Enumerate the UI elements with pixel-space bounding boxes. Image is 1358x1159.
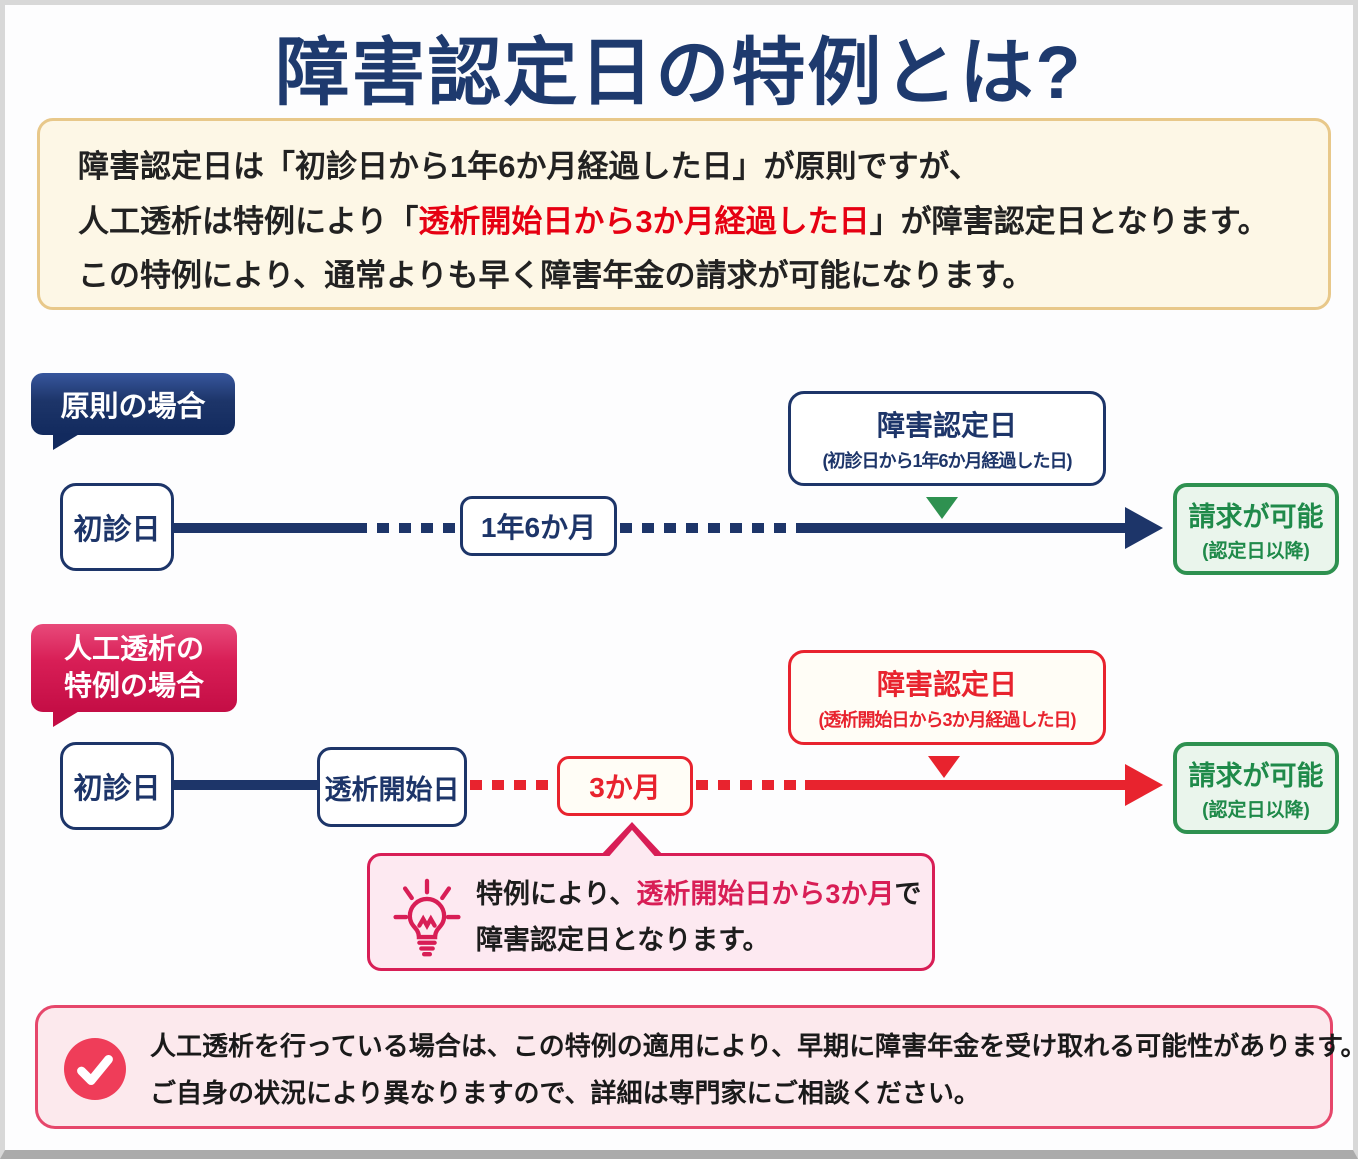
badge-tail xyxy=(53,710,81,727)
arrowhead-icon xyxy=(1125,764,1163,806)
special-duration-box: 3か月 xyxy=(557,756,693,816)
badge-tail xyxy=(53,433,81,450)
timeline-line-dashed xyxy=(470,780,557,790)
principle-first-visit-box: 初診日 xyxy=(60,483,174,571)
principle-claim-possible-box: 請求が可能 (認定日以降) xyxy=(1173,483,1339,575)
principle-recognition-date-box: 障害認定日 (初診日から1年6か月経過した日) xyxy=(788,391,1106,486)
special-badge-line1: 人工透析の xyxy=(63,633,204,665)
claim-possible-title: 請求が可能 xyxy=(1188,502,1324,532)
principle-badge-label: 原則の場合 xyxy=(60,391,206,423)
recognition-date-subtitle: (初診日から1年6か月経過した日) xyxy=(822,451,1072,471)
page-title: 障害認定日の特例とは? xyxy=(275,31,1083,114)
principle-badge: 原則の場合 xyxy=(31,373,235,450)
tip-speech-bubble: 特例により、透析開始日から3か月で 障害認定日となります。 xyxy=(367,822,935,971)
timeline-line-solid xyxy=(805,523,1127,533)
special-recognition-date-box: 障害認定日 (透析開始日から3か月経過した日) xyxy=(788,650,1106,745)
intro-box: 障害認定日は「初診日から1年6か月経過した日」が原則ですが、 人工透析は特例によ… xyxy=(37,118,1331,310)
note-line-1: 人工透析を行っている場合は、この特例の適用により、早期に障害年金を受け取れる可能… xyxy=(150,1031,1358,1061)
note-line-2: ご自身の状況により異なりますので、詳細は専門家にご相談ください。 xyxy=(150,1077,980,1108)
claim-possible-title: 請求が可能 xyxy=(1188,761,1324,791)
note-text: 人工透析を行っている場合は、この特例の適用により、早期に障害年金を受け取れる可能… xyxy=(150,1023,1358,1117)
special-first-visit-box: 初診日 xyxy=(60,742,174,830)
checkmark-icon xyxy=(64,1038,126,1100)
dialysis-start-label: 透析開始日 xyxy=(324,774,460,805)
timeline-line-solid xyxy=(173,523,355,533)
timeline-line-solid xyxy=(805,780,1127,790)
timeline-line-solid xyxy=(173,780,317,790)
timeline-line-dashed xyxy=(620,523,805,533)
recognition-date-subtitle: (透析開始日から3か月経過した日) xyxy=(818,710,1077,730)
speech-bubble-pointer-fill xyxy=(606,830,658,860)
tip-line-1: 特例により、透析開始日から3か月で xyxy=(476,879,922,909)
dialysis-start-box: 透析開始日 xyxy=(317,747,467,827)
special-badge-line2: 特例の場合 xyxy=(63,670,204,701)
tip-highlight: 透析開始日から3か月 xyxy=(636,879,895,909)
claim-possible-subtitle: (認定日以降) xyxy=(1202,800,1310,821)
intro-highlight: 透析開始日から3か月経過した日 xyxy=(418,203,870,239)
red-marker-triangle-icon xyxy=(928,756,960,778)
special-badge: 人工透析の 特例の場合 xyxy=(31,624,237,727)
recognition-date-title: 障害認定日 xyxy=(876,669,1017,700)
bottom-note-box: 人工透析を行っている場合は、この特例の適用により、早期に障害年金を受け取れる可能… xyxy=(35,1005,1353,1129)
timeline-line-dashed xyxy=(696,780,805,790)
special-claim-possible-box: 請求が可能 (認定日以降) xyxy=(1173,742,1339,834)
intro-line-1: 障害認定日は「初診日から1年6か月経過した日」が原則ですが、 xyxy=(78,149,980,184)
tip-text: 特例により、透析開始日から3か月で 障害認定日となります。 xyxy=(476,871,921,964)
recognition-date-title: 障害認定日 xyxy=(876,410,1017,441)
claim-possible-subtitle: (認定日以降) xyxy=(1202,541,1310,562)
first-visit-label: 初診日 xyxy=(73,514,161,546)
first-visit-label: 初診日 xyxy=(73,773,161,805)
duration-label: 3か月 xyxy=(589,772,661,803)
intro-line-3: この特例により、通常よりも早く障害年金の請求が可能になります。 xyxy=(78,258,1034,294)
timeline-line-dashed xyxy=(355,523,460,533)
lightbulb-icon xyxy=(393,878,461,957)
tip-line-2: 障害認定日となります。 xyxy=(476,925,770,956)
intro-line-2: 人工透析は特例により「透析開始日から3か月経過した日」が障害認定日となります。 xyxy=(78,203,1269,239)
principle-duration-box: 1年6か月 xyxy=(460,496,617,556)
green-marker-triangle-icon xyxy=(926,497,958,519)
arrowhead-icon xyxy=(1125,507,1163,549)
duration-label: 1年6か月 xyxy=(480,512,597,543)
